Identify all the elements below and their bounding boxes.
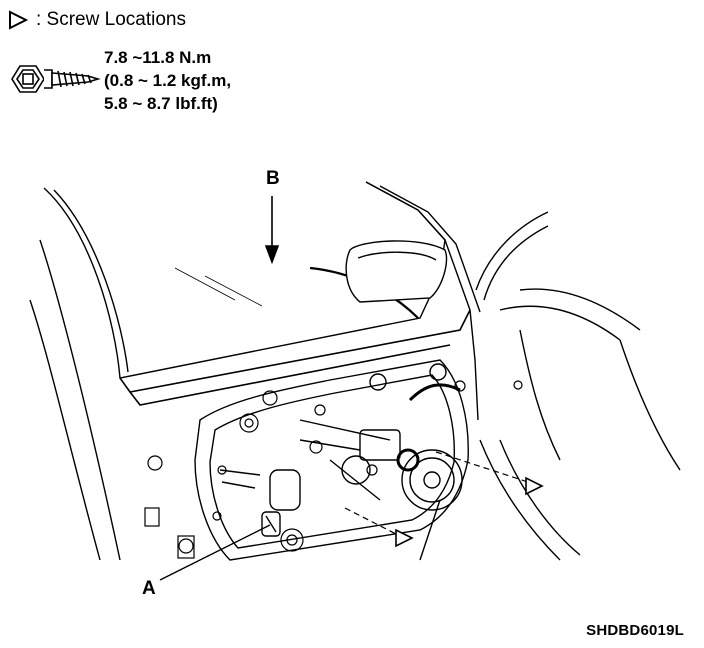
door-trim [119, 309, 471, 406]
door-inner-panel [194, 359, 469, 561]
callout-b-label: B [266, 168, 280, 189]
callout-a-leader [159, 524, 271, 581]
torque-spec-lbfft: 5.8 ~ 8.7 lbf.ft) [104, 94, 218, 113]
window-regulator [219, 363, 461, 511]
legend-label: : Screw Locations [36, 9, 186, 30]
connector [261, 511, 281, 537]
side-mirror [345, 240, 448, 303]
legend: : Screw Locations [8, 6, 186, 34]
screw-location-marker-lower [395, 528, 414, 548]
figure-code: SHDBD6019L [586, 622, 684, 639]
screw-location-markers [395, 476, 544, 548]
screw-location-marker-upper [525, 476, 544, 496]
callout-a-label: A [142, 578, 156, 599]
panel-holes [144, 380, 523, 559]
torque-spec-nm: 7.8 ~11.8 N.m [104, 48, 212, 67]
screw-icon [11, 65, 101, 93]
speaker [401, 449, 463, 511]
torque-spec-kgfm: (0.8 ~ 1.2 kgf.m, [104, 71, 232, 90]
car-body-outline [29, 181, 681, 561]
outline-triangle-marker-icon [9, 10, 29, 30]
callout-b-arrow [264, 196, 280, 265]
screw-location-leaders [344, 451, 529, 535]
torque-spec: 7.8 ~11.8 N.m (0.8 ~ 1.2 kgf.m, 5.8 ~ 8.… [104, 46, 231, 115]
